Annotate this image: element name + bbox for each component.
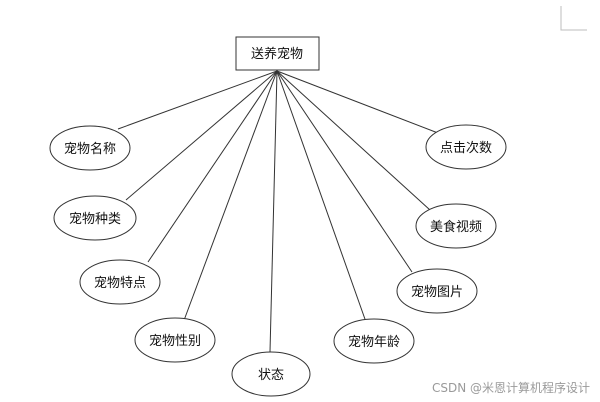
watermark-text: CSDN @米恩计算机程序设计 [432,380,590,395]
connectors [117,70,439,353]
attribute-ellipse [134,317,216,363]
attribute-label: 点击次数 [440,140,492,156]
attribute-node: 宠物种类 [53,195,137,241]
connector-line [125,70,278,201]
entity-node: 送养宠物 [235,36,320,71]
attribute-ellipse [49,125,131,171]
attribute-nodes: 宠物名称 宠物种类 宠物特点 宠物性别 状态 宠物年龄 [49,124,507,397]
attribute-ellipse [53,195,137,241]
attribute-label: 宠物特点 [94,275,146,291]
attribute-label: 宠物名称 [64,141,116,157]
connector-line [182,70,278,324]
connector-line [269,70,278,353]
connector-line [276,70,413,273]
entity-box [235,36,320,71]
connector-line [276,70,439,134]
attribute-node: 宠物名称 [49,125,131,171]
attribute-ellipse [333,318,415,364]
attribute-label: 宠物种类 [69,211,121,227]
attribute-ellipse [231,351,311,397]
attribute-label: 美食视频 [430,219,482,235]
attribute-ellipse [79,259,161,305]
attribute-label: 宠物年龄 [348,334,400,350]
attribute-label: 宠物性别 [149,333,201,349]
attribute-node: 宠物年龄 [333,318,415,364]
attribute-node: 状态 [231,351,311,397]
connector-line [147,70,278,263]
attribute-node: 宠物性别 [134,317,216,363]
connector-line [276,70,431,211]
attribute-ellipse [396,268,478,314]
page-corner-marker [560,6,587,31]
attribute-node: 宠物图片 [396,268,478,314]
attribute-node: 点击次数 [425,124,507,170]
attribute-ellipse [425,124,507,170]
attribute-node: 美食视频 [415,203,497,249]
attribute-ellipse [415,203,497,249]
connector-line [117,70,278,130]
attribute-label: 状态 [258,368,284,383]
connector-line [276,70,367,323]
entity-label: 送养宠物 [251,46,303,62]
attribute-label: 宠物图片 [411,284,463,300]
attribute-node: 宠物特点 [79,259,161,305]
